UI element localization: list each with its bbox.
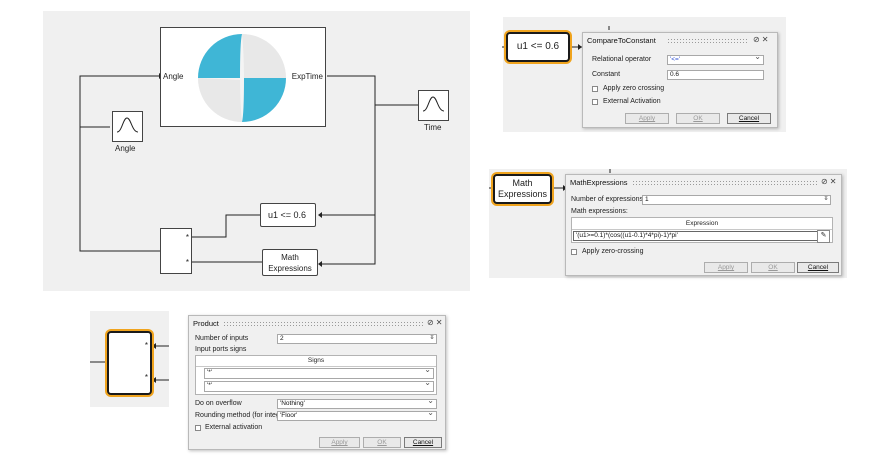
wave-icon [116, 117, 139, 133]
sign-1-select[interactable]: '*' [204, 368, 434, 379]
sign-2-select[interactable]: '*' [204, 381, 434, 392]
rounding-select[interactable]: 'Floor' [277, 411, 437, 421]
product-sign-2: * [185, 258, 189, 267]
ok-button[interactable]: OK [363, 437, 401, 448]
help-icon[interactable]: ⊘ [753, 35, 762, 44]
math-dialog[interactable]: MathExpressions ⊘✕ Number of expressions… [565, 174, 842, 276]
zero-crossing-label: Apply zero crossing [603, 85, 665, 92]
close-icon[interactable]: ✕ [829, 177, 839, 186]
compare-block[interactable]: u1 <= 0.6 [260, 203, 316, 227]
dialog-controls[interactable]: ⊘✕ [821, 177, 838, 186]
close-icon[interactable]: ✕ [435, 318, 445, 327]
zero-crossing-label: Apply zero-crossing [582, 248, 644, 255]
cancel-button[interactable]: Cancel [797, 262, 839, 273]
math-selected-block[interactable]: Math Expressions [493, 174, 552, 204]
zero-crossing-checkbox[interactable] [592, 86, 598, 92]
math-block[interactable]: Math Expressions [262, 249, 318, 276]
math-dialog-title: MathExpressions [570, 178, 628, 187]
product-sign-1: * [185, 233, 189, 242]
expr-label: Math expressions: [571, 208, 628, 215]
overflow-select[interactable]: 'Nothing' [277, 399, 437, 409]
help-icon[interactable]: ⊘ [821, 177, 830, 186]
wheel-icon [198, 34, 286, 122]
ok-button[interactable]: OK [676, 113, 720, 124]
product-dialog-title: Product [193, 319, 219, 328]
num-inputs-input[interactable]: 2 [277, 334, 437, 344]
num-expr-input[interactable]: 1 [642, 195, 831, 205]
constant-label: Constant [592, 71, 621, 78]
ext-activation-checkbox[interactable] [592, 99, 598, 105]
help-icon[interactable]: ⊘ [427, 318, 436, 327]
product-selected-sign-2: * [144, 373, 148, 382]
angle-source-block[interactable] [112, 111, 143, 142]
expr-col-header: Expression [572, 218, 832, 230]
main-in-port-label: Angle [163, 72, 184, 81]
time-scope-block[interactable] [418, 90, 449, 121]
ok-button[interactable]: OK [751, 262, 795, 273]
compare-dialog-title: CompareToConstant [587, 36, 656, 45]
num-inputs-label: Number of inputs [195, 335, 249, 342]
math-block-line1: Math [281, 253, 299, 262]
num-expr-label: Number of expressions [571, 196, 643, 203]
product-block[interactable]: * * [160, 228, 192, 274]
product-selected-sign-1: * [144, 341, 148, 350]
rounding-label: Rounding method (for integers) [195, 412, 292, 419]
constant-input[interactable]: 0.6 [667, 70, 764, 80]
drag-handle[interactable] [632, 180, 818, 185]
cancel-button[interactable]: Cancel [727, 113, 771, 124]
apply-button[interactable]: Apply [704, 262, 748, 273]
edit-icon[interactable]: ✎ [817, 230, 830, 243]
compare-selected-block[interactable]: u1 <= 0.6 [506, 32, 570, 62]
main-block[interactable]: Angle ExpTime [160, 27, 326, 127]
dialog-controls[interactable]: ⊘✕ [427, 318, 444, 327]
relop-select[interactable]: '<=' [667, 55, 764, 65]
zero-crossing-checkbox[interactable] [571, 249, 577, 255]
close-icon[interactable]: ✕ [761, 35, 771, 44]
product-dialog[interactable]: Product ⊘✕ Number of inputs 2 Input port… [188, 315, 446, 450]
relop-label: Relational operator [592, 56, 652, 63]
overflow-label: Do on overflow [195, 400, 242, 407]
drag-handle[interactable] [223, 321, 423, 326]
compare-block-text: u1 <= 0.6 [268, 210, 307, 220]
signs-col-header: Signs [196, 356, 436, 367]
signs-table: Signs '*' '*' [195, 355, 437, 395]
angle-source-label: Angle [115, 144, 136, 153]
wave-icon [422, 96, 445, 112]
dialog-controls[interactable]: ⊘✕ [753, 35, 770, 44]
compare-selected-text: u1 <= 0.6 [516, 41, 560, 52]
apply-button[interactable]: Apply [625, 113, 669, 124]
compare-dialog[interactable]: CompareToConstant ⊘✕ Relational operator… [582, 32, 778, 128]
expr-table: Expression '(u1>=0.1)*(cos((u1-0.1)*4*pi… [571, 217, 833, 243]
math-selected-line1: Math [512, 178, 533, 188]
time-scope-label: Time [424, 123, 442, 132]
ext-activation-checkbox[interactable] [195, 425, 201, 431]
product-selected-block[interactable]: * * [107, 331, 152, 395]
signs-label: Input ports signs [195, 346, 247, 353]
apply-button[interactable]: Apply [319, 437, 360, 448]
ext-activation-label: External activation [205, 424, 263, 431]
main-out-port-label: ExpTime [291, 72, 323, 81]
drag-handle[interactable] [667, 38, 749, 43]
ext-activation-label: External Activation [603, 98, 661, 105]
math-selected-line2: Expressions [497, 189, 548, 199]
math-block-line2: Expressions [268, 264, 312, 273]
cancel-button[interactable]: Cancel [404, 437, 442, 448]
